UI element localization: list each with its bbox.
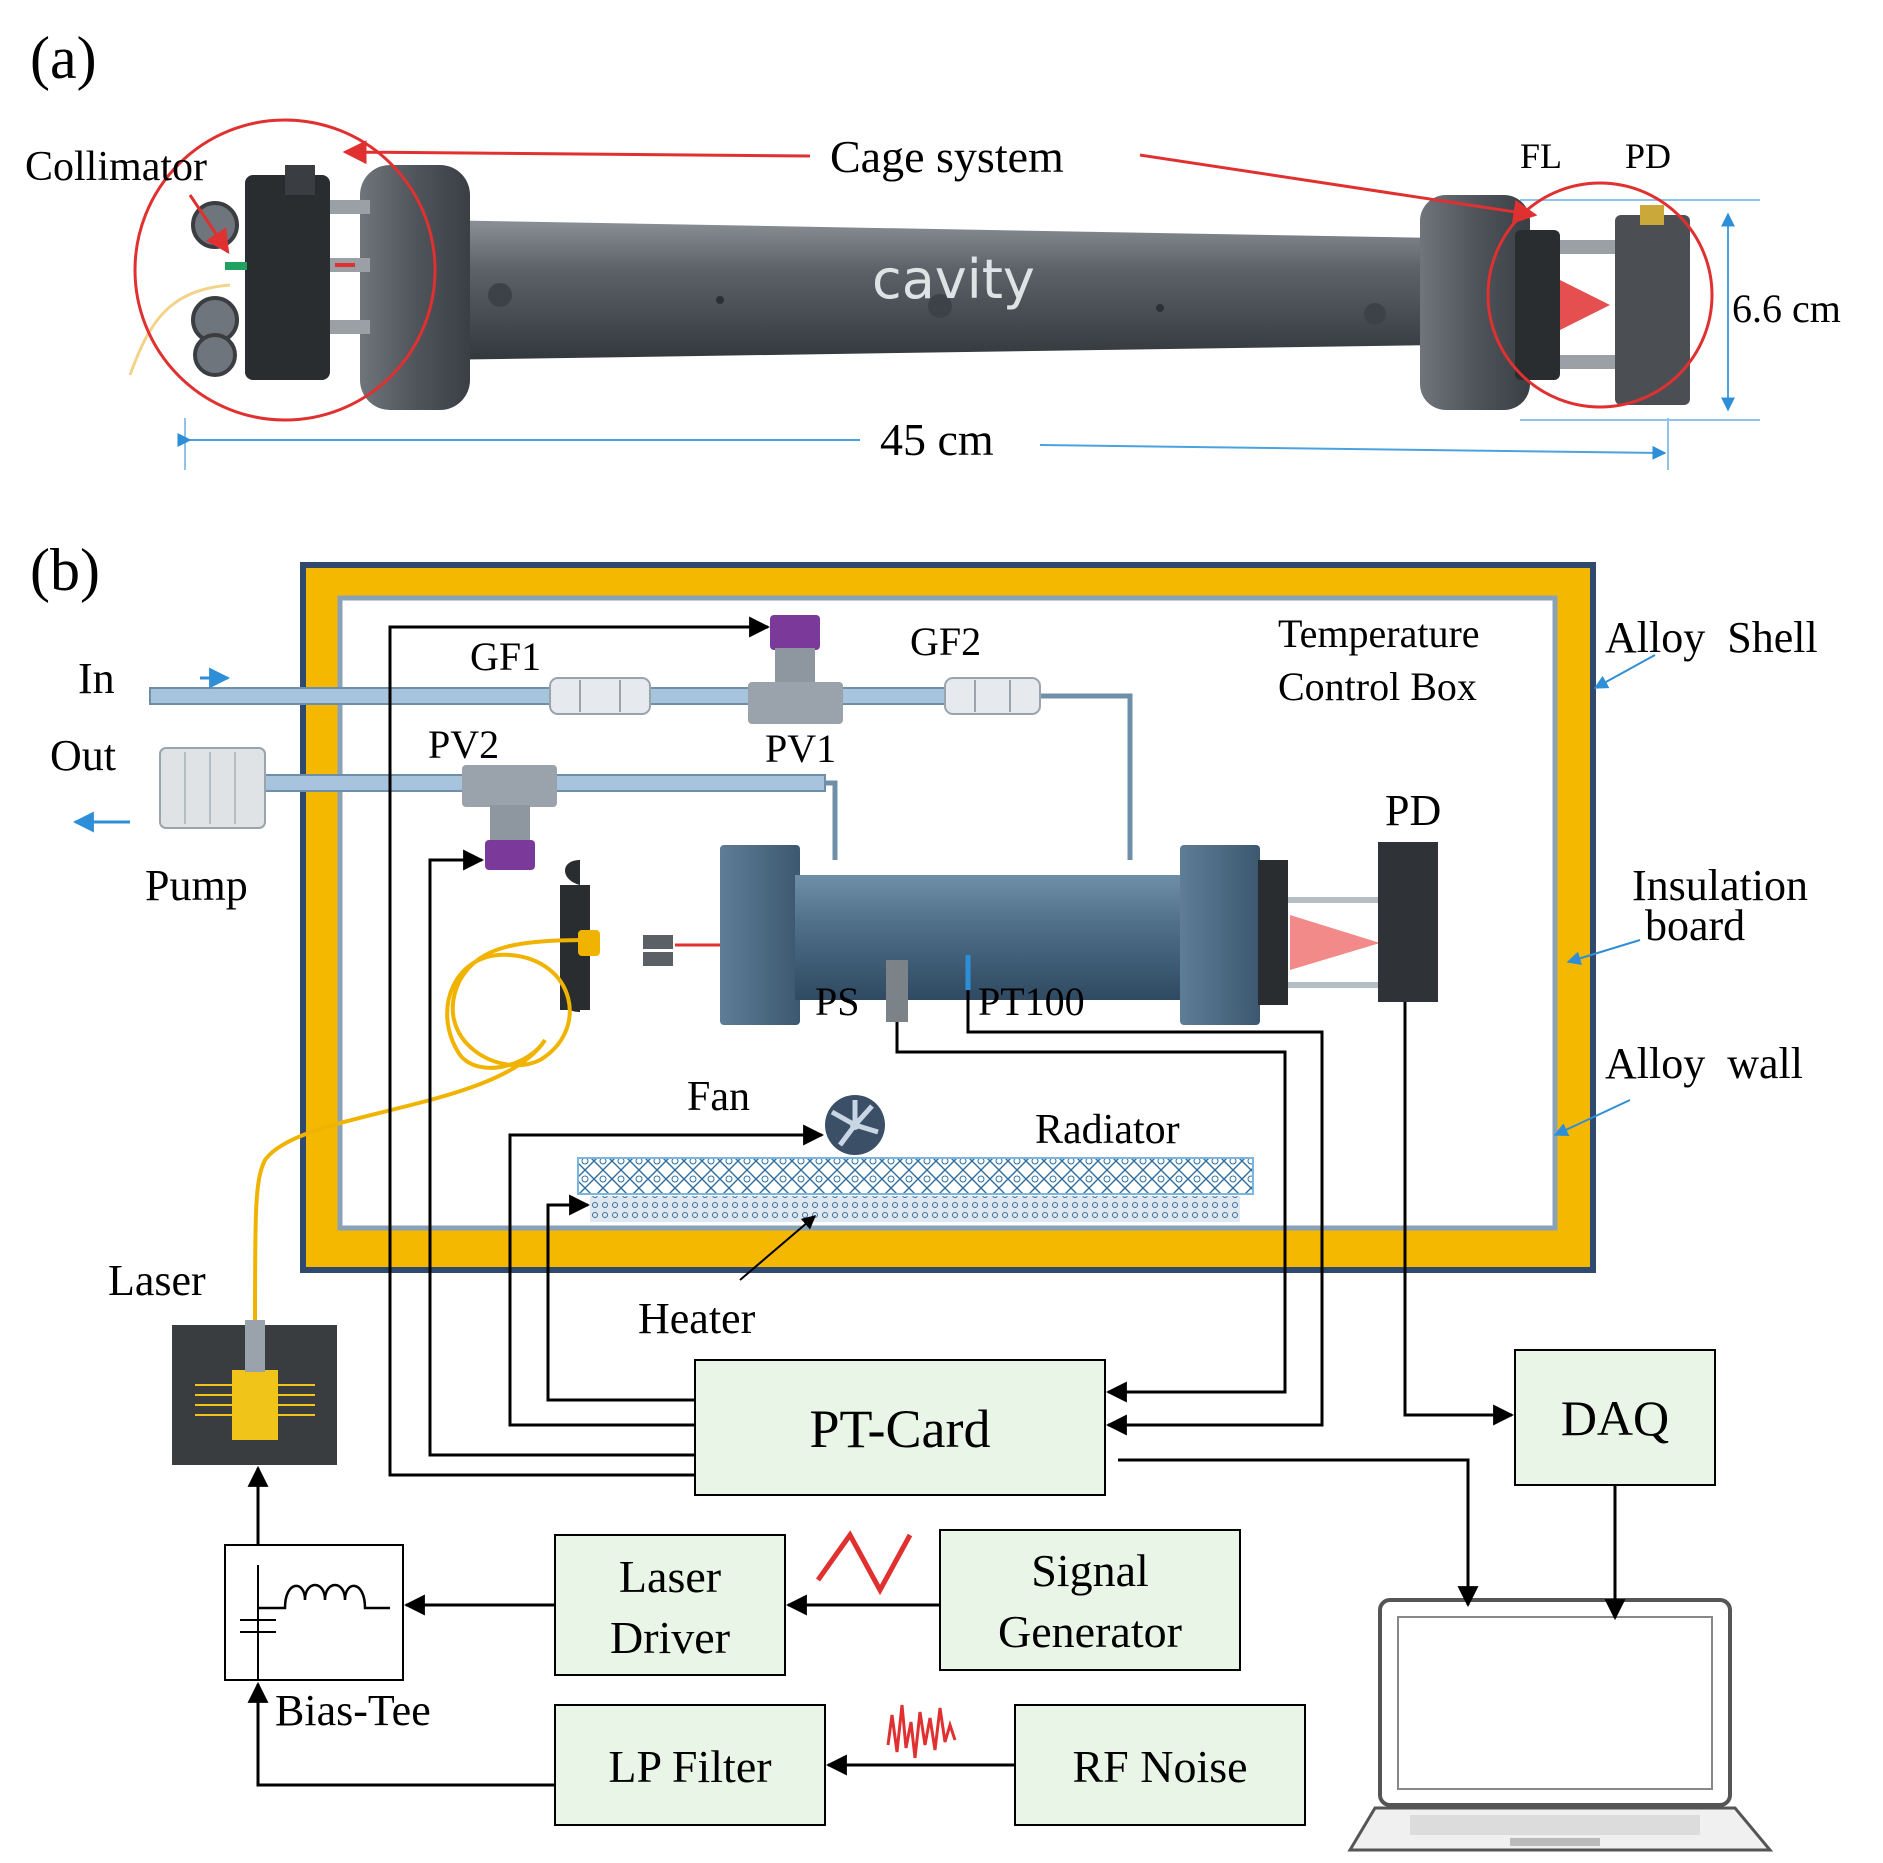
laser-driver-box: Laser Driver bbox=[554, 1534, 786, 1676]
collimator-highlight-circle bbox=[133, 118, 437, 422]
pump-icon bbox=[159, 747, 266, 829]
triangle-wave-icon bbox=[815, 1530, 913, 1596]
insulation-label-line1: Insulation bbox=[1632, 861, 1808, 910]
pt-card-label: PT-Card bbox=[809, 1399, 990, 1459]
radiator-label: Radiator bbox=[1035, 1107, 1180, 1153]
fl-pd-highlight-circle bbox=[1486, 181, 1714, 409]
right-flange bbox=[1420, 195, 1530, 410]
signal-generator-line1: Signal bbox=[1031, 1545, 1149, 1596]
rf-noise-label: RF Noise bbox=[1072, 1741, 1247, 1792]
control-wiring bbox=[247, 616, 1626, 1787]
fl-label: FL bbox=[1520, 136, 1562, 176]
panel-a: (a) 45 cm 6.6 cm cavity bbox=[25, 25, 1841, 470]
bias-tee-block bbox=[224, 1544, 404, 1681]
cavity-tube bbox=[430, 220, 1440, 360]
ps-label: PS bbox=[815, 979, 860, 1024]
pd-b-detector bbox=[1378, 842, 1438, 1002]
bias-tee-label: Bias-Tee bbox=[275, 1686, 431, 1735]
pump-label: Pump bbox=[145, 861, 248, 910]
insulation-pointer bbox=[1566, 939, 1641, 966]
cage-arrow-left bbox=[342, 140, 811, 165]
height-dimension: 6.6 cm bbox=[1721, 212, 1841, 412]
alloy-wall-pointer bbox=[1553, 1099, 1631, 1137]
signal-generator-line2: Generator bbox=[998, 1606, 1182, 1657]
insulation-label-line2: board bbox=[1645, 901, 1745, 950]
temp-box-label-line1: Temperature bbox=[1278, 611, 1480, 656]
collimator-arrow bbox=[188, 194, 230, 254]
laptop-icon bbox=[1347, 1598, 1774, 1852]
rf-noise-box: RF Noise bbox=[1014, 1704, 1306, 1826]
radiator bbox=[577, 1157, 1254, 1195]
pd-b-label: PD bbox=[1385, 786, 1441, 835]
length-label: 45 cm bbox=[880, 414, 994, 465]
temp-box-label-line2: Control Box bbox=[1278, 664, 1477, 709]
ps-sensor bbox=[886, 960, 908, 1022]
dimension-lines bbox=[184, 199, 1760, 470]
noise-wave-icon bbox=[886, 1704, 957, 1759]
pv1-label: PV1 bbox=[765, 726, 836, 771]
pd-a-label: PD bbox=[1625, 136, 1671, 176]
gf2-filter bbox=[944, 677, 1041, 715]
alloy-shell-label: Alloy Shell bbox=[1605, 613, 1818, 662]
out-label: Out bbox=[50, 731, 116, 780]
gf1-filter bbox=[549, 677, 651, 715]
length-dimension: 45 cm bbox=[177, 414, 1667, 465]
laser-driver-line2: Driver bbox=[610, 1612, 730, 1663]
laser-driver-line1: Laser bbox=[619, 1551, 721, 1602]
pt100-label: PT100 bbox=[978, 979, 1085, 1024]
left-flange bbox=[360, 165, 470, 410]
in-label: In bbox=[78, 654, 115, 703]
alloy-wall-label: Alloy wall bbox=[1605, 1039, 1803, 1088]
pv2-label: PV2 bbox=[428, 722, 499, 767]
height-label: 6.6 cm bbox=[1732, 286, 1841, 331]
heater bbox=[590, 1196, 1240, 1222]
fl-pd-assembly bbox=[1515, 205, 1690, 405]
collimator-label: Collimator bbox=[25, 144, 207, 190]
laser-label: Laser bbox=[108, 1256, 206, 1305]
fan-label: Fan bbox=[687, 1074, 750, 1120]
alloy-shell-pointer bbox=[1593, 654, 1656, 689]
daq-box: DAQ bbox=[1514, 1349, 1716, 1486]
fan-icon bbox=[825, 1095, 885, 1155]
pv1-valve bbox=[748, 615, 843, 724]
collimator-assembly bbox=[128, 165, 370, 380]
heater-pointer bbox=[739, 1215, 817, 1281]
gf2-label: GF2 bbox=[910, 619, 981, 664]
cavity-b bbox=[560, 842, 1438, 1025]
cavity-assembly: cavity bbox=[128, 118, 1714, 422]
pv2-valve bbox=[462, 765, 557, 870]
cage-arrow-right bbox=[1139, 153, 1538, 224]
fiber-and-laser bbox=[172, 930, 600, 1465]
panel-a-label: (a) bbox=[30, 25, 97, 91]
cage-system-label: Cage system bbox=[830, 131, 1064, 182]
heater-label: Heater bbox=[638, 1294, 756, 1343]
lp-filter-box: LP Filter bbox=[554, 1704, 826, 1826]
gf1-label: GF1 bbox=[470, 634, 541, 679]
lp-filter-label: LP Filter bbox=[608, 1741, 771, 1792]
daq-label: DAQ bbox=[1561, 1390, 1669, 1446]
panel-b-label: (b) bbox=[30, 537, 100, 603]
signal-generator-box: Signal Generator bbox=[939, 1529, 1241, 1671]
panel-b: (b) bbox=[30, 537, 1818, 1852]
pt-card-box: PT-Card bbox=[694, 1359, 1106, 1496]
cavity-label: cavity bbox=[872, 248, 1035, 311]
